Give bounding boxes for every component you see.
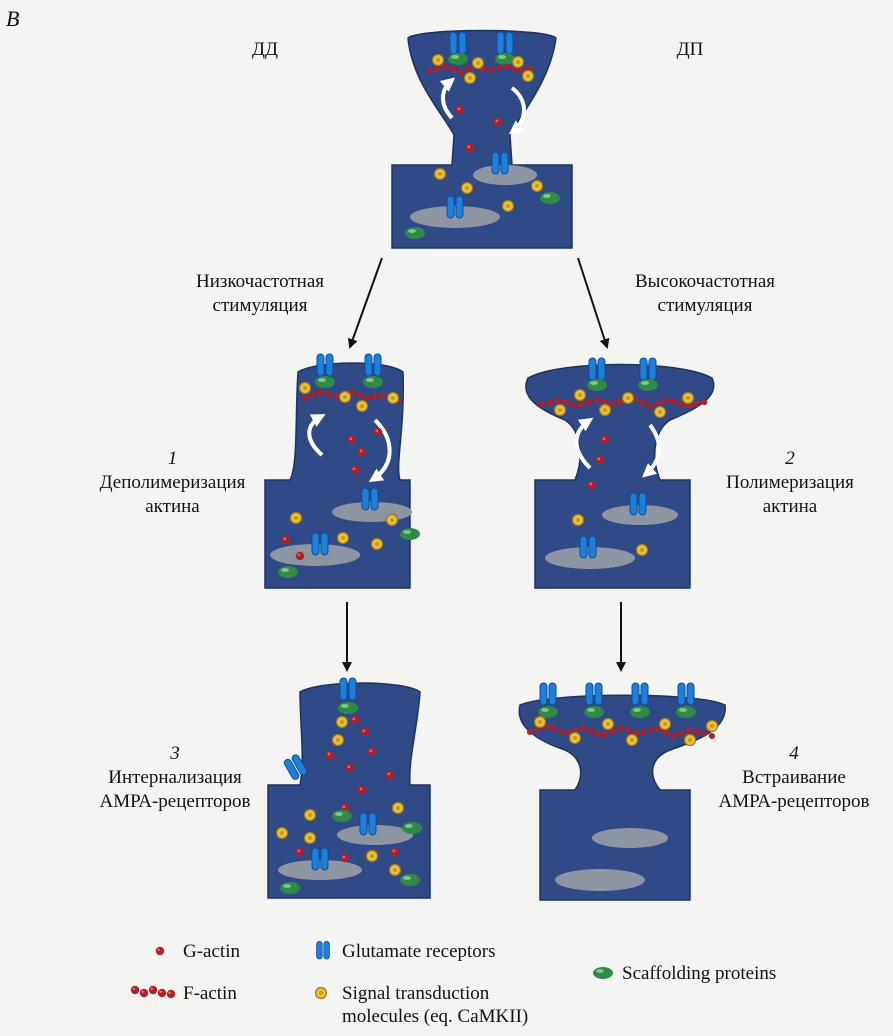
legend-g-actin: G-actin <box>183 940 240 963</box>
legend-signal-label: Signal transduction molecules (eq. CaMKI… <box>342 982 528 1028</box>
spine-step-1 <box>265 354 420 588</box>
legend-signal: Signal transduction molecules (eq. CaMKI… <box>342 982 528 1028</box>
legend-f-actin-label: F-actin <box>183 982 237 1005</box>
legend-signal-line-2: molecules (eq. CaMKII) <box>342 1006 528 1027</box>
g-actin-icon <box>156 947 164 955</box>
legend-g-actin-label: G-actin <box>183 940 240 963</box>
legend-scaffolding-label: Scaffolding proteins <box>622 962 776 985</box>
glutamate-receptor-icon <box>317 941 330 959</box>
legend-glutamate: Glutamate receptors <box>342 940 496 963</box>
legend-signal-line-1: Signal transduction <box>342 983 489 1004</box>
spine-step-4 <box>519 683 725 900</box>
legend-glutamate-label: Glutamate receptors <box>342 940 496 963</box>
spine-step-2 <box>526 358 714 588</box>
legend-f-actin: F-actin <box>183 982 237 1005</box>
f-actin-icon <box>131 986 175 998</box>
arrow-to-step-1 <box>350 258 382 347</box>
legend-scaffolding: Scaffolding proteins <box>622 962 776 985</box>
scaffolding-protein-icon <box>593 967 613 979</box>
arrow-to-step-2 <box>578 258 607 347</box>
spine-step-3 <box>268 678 430 898</box>
spine-initial <box>392 31 572 249</box>
signal-molecule-icon <box>316 988 327 999</box>
